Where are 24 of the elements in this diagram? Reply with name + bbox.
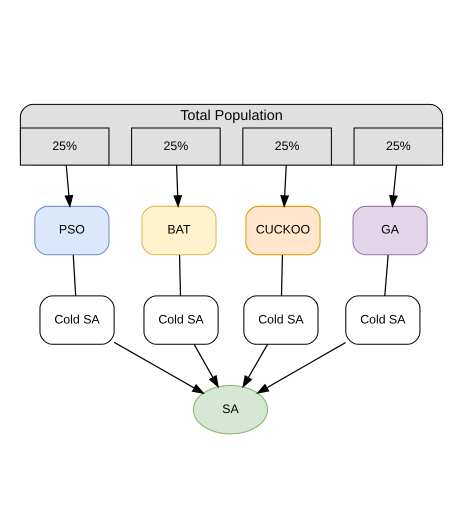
arrow [242, 344, 268, 388]
connector [72, 254, 76, 296]
connector [280, 254, 284, 296]
node-box: GA [352, 205, 428, 255]
arrow [114, 341, 205, 394]
connector [178, 254, 182, 296]
node-box: Cold SA [143, 294, 219, 344]
node-box: 25% [20, 127, 110, 166]
arrow [194, 344, 219, 388]
node-box: BAT [141, 205, 217, 255]
connector [384, 254, 389, 296]
arrow [64, 164, 74, 208]
node-box: CUCKOO [245, 205, 321, 255]
node-box: PSO [34, 205, 110, 255]
arrow [256, 342, 346, 394]
node-box: 25% [131, 127, 221, 166]
arrow [280, 164, 290, 208]
node-box: Cold SA [345, 294, 420, 344]
arrow [173, 164, 182, 208]
arrow [389, 164, 398, 208]
node-box: 25% [242, 127, 332, 166]
node-box: Cold SA [243, 294, 319, 344]
node-box: Cold SA [39, 294, 115, 344]
node-box: 25% [354, 127, 444, 166]
